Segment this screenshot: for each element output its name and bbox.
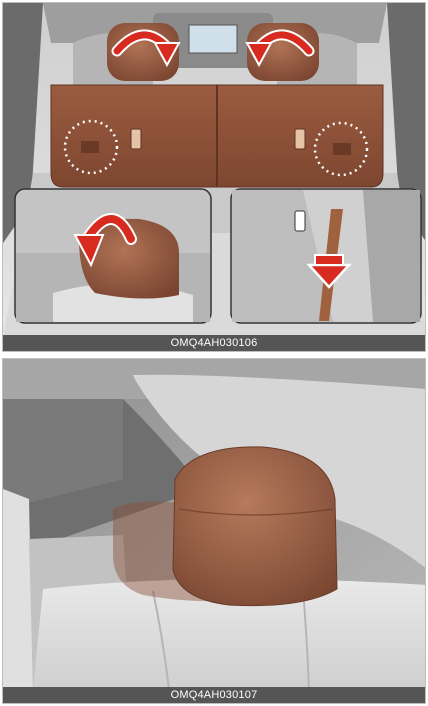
headrest-fold-illustration [3, 359, 426, 689]
headrest [173, 447, 337, 606]
figure-caption: OMQ4AH030107 [3, 687, 425, 703]
figure-caption: OMQ4AH030106 [3, 335, 425, 351]
inset-release-strap [231, 189, 421, 323]
figure-headrest-fold: OMQ4AH030107 [2, 358, 426, 704]
inset-headrest-fold [15, 189, 211, 323]
rear-seat-fold-illustration [3, 3, 426, 337]
figure-rear-seat-fold: OMQ4AH030106 [2, 2, 426, 352]
